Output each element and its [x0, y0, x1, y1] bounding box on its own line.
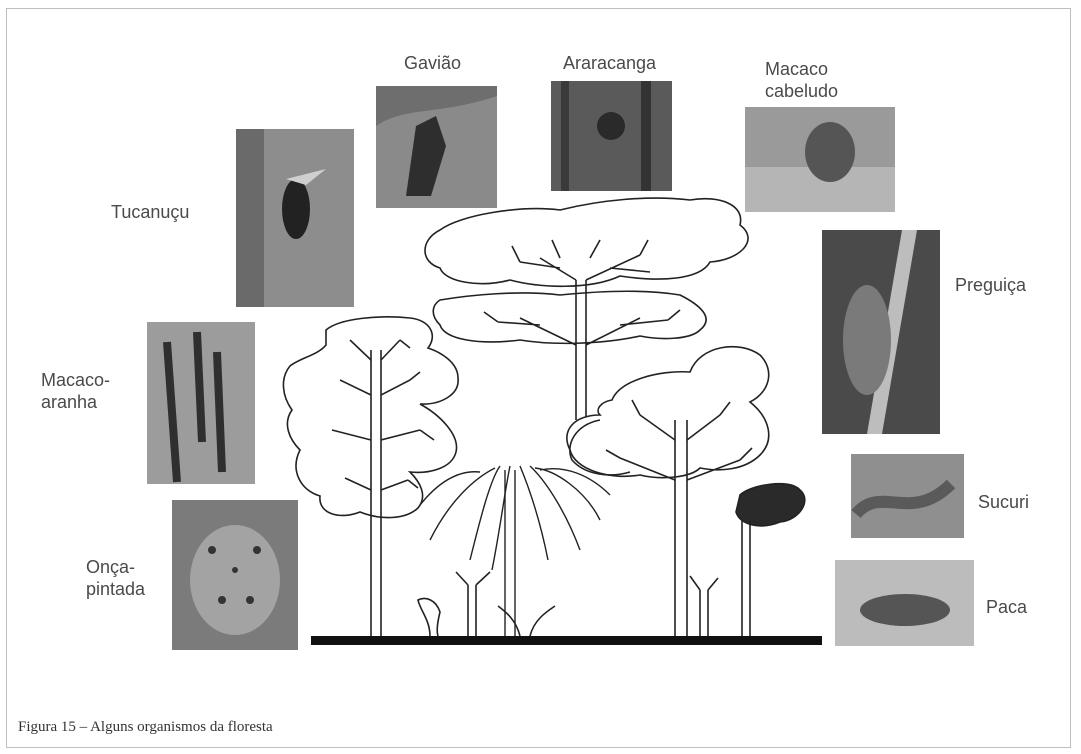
- label-paca: Paca: [986, 596, 1027, 618]
- label-sucuri: Sucuri: [978, 491, 1029, 513]
- photo-tucanucu: [236, 129, 354, 307]
- photo-araracanga: [551, 81, 672, 191]
- right-tree: [567, 347, 769, 636]
- photo-paca: [835, 560, 974, 646]
- small-dark-tree: [736, 484, 805, 636]
- label-macaco-cabeludo: Macaco cabeludo: [765, 58, 838, 102]
- photo-preguica: [822, 230, 940, 434]
- photo-sucuri: [851, 454, 964, 538]
- ground-line: [311, 636, 822, 645]
- palm: [420, 466, 610, 636]
- label-gaviao: Gavião: [404, 52, 461, 74]
- label-macaco-aranha: Macaco- aranha: [41, 369, 110, 413]
- label-araracanga: Araracanga: [563, 52, 656, 74]
- label-preguica: Preguiça: [955, 274, 1026, 296]
- photo-onca-pintada: [172, 500, 298, 650]
- photo-macaco-cabeludo: [745, 107, 895, 212]
- photo-gaviao: [376, 86, 497, 208]
- label-tucanucu: Tucanuçu: [111, 201, 189, 223]
- seedlings: [418, 572, 718, 636]
- label-onca-pintada: Onça- pintada: [86, 556, 145, 600]
- photo-macaco-aranha: [147, 322, 255, 484]
- figure-caption: Figura 15 – Alguns organismos da florest…: [18, 719, 273, 736]
- left-tree: [283, 317, 458, 636]
